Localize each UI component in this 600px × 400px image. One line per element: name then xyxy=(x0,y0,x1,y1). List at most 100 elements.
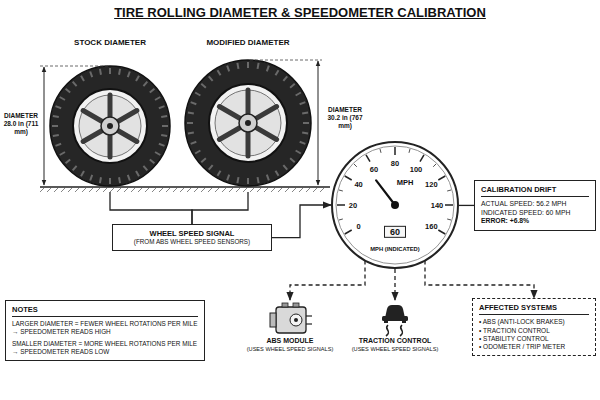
dial-number: 20 xyxy=(349,201,357,210)
connector xyxy=(425,260,534,298)
node-text: ERROR: +6.8% xyxy=(481,217,589,225)
dial-number: 80 xyxy=(391,159,399,168)
dimension-line xyxy=(44,67,45,185)
gauge-tick xyxy=(438,230,445,234)
node-text: • STABILITY CONTROL xyxy=(479,335,589,343)
node-heading: TRACTION CONTROL xyxy=(346,337,444,346)
gauge-tick xyxy=(366,155,370,162)
node-heading: STOCK DIAMETER xyxy=(45,38,175,48)
stock-tire xyxy=(50,66,170,186)
tread-mark xyxy=(159,144,165,146)
tire-figure: STOCK DIAMETER xyxy=(45,38,175,192)
hatch-stroke xyxy=(54,188,58,192)
dial-number: 100 xyxy=(410,164,423,173)
tread-mark xyxy=(237,177,238,183)
node-text: ACTUAL SPEED: 56.2 MPH xyxy=(481,200,589,208)
tread-mark xyxy=(109,68,111,74)
hatch-stroke xyxy=(194,188,198,192)
connector xyxy=(459,205,474,206)
hatch-stroke xyxy=(292,188,296,192)
hub-cap xyxy=(107,123,113,129)
node-text: (USES WHEEL SPEED SIGNALS) xyxy=(240,346,340,353)
tread-mark xyxy=(188,112,194,113)
tread-mark xyxy=(267,175,269,181)
tread-mark xyxy=(128,175,130,181)
wheel-spoke xyxy=(108,134,113,157)
modified-tire xyxy=(185,60,311,186)
tread-mark xyxy=(150,159,155,163)
node-heading: CALIBRATION DRIFT xyxy=(481,185,589,197)
hatch-stroke xyxy=(96,188,100,192)
hatch-stroke xyxy=(75,188,79,192)
gauge-inner-rim xyxy=(336,146,454,264)
connector xyxy=(192,192,248,224)
gauge-tick xyxy=(339,219,343,220)
gauge-tick xyxy=(337,204,345,206)
tread-mark xyxy=(276,171,279,176)
node-text: • TRACTION CONTROL xyxy=(479,327,589,335)
tread-mark xyxy=(191,102,197,104)
hatch-stroke xyxy=(110,188,114,192)
tread-mark xyxy=(296,151,301,154)
tread-mark xyxy=(302,133,308,134)
tread-mark xyxy=(187,122,193,124)
dimension-label: DIAMETER 28.0 in (711 mm) xyxy=(1,112,41,135)
speedometer-gauge: MPH60MPH (INDICATED) xyxy=(330,140,460,270)
tread-mark xyxy=(136,171,139,176)
tread-mark xyxy=(290,158,295,162)
connector xyxy=(272,205,331,238)
hatch-stroke xyxy=(264,188,268,192)
tread-mark xyxy=(90,71,92,77)
wheel-spoke xyxy=(108,95,113,118)
node-text: MPH (INDICATED) xyxy=(370,246,419,253)
node-heading: AFFECTED SYSTEMS xyxy=(479,303,589,315)
module-block: TRACTION CONTROL(USES WHEEL SPEED SIGNAL… xyxy=(346,300,444,353)
tread-mark xyxy=(258,63,259,69)
tread-mark xyxy=(302,112,308,113)
tread-mark xyxy=(143,166,147,171)
tread-mark xyxy=(300,142,306,144)
tread-mark xyxy=(119,177,120,183)
tread-mark xyxy=(143,82,147,87)
hatch-stroke xyxy=(173,188,177,192)
wheel-spoke xyxy=(219,107,241,120)
needle-pivot xyxy=(391,201,399,209)
tread-mark xyxy=(155,152,160,155)
tread-mark xyxy=(55,106,61,108)
tread-mark xyxy=(290,84,295,88)
tread-mark xyxy=(155,97,160,100)
node-text: LARGER DIAMETER = FEWER WHEEL ROTATIONS … xyxy=(12,320,198,336)
tread-mark xyxy=(81,76,84,81)
tread-mark xyxy=(218,70,221,75)
dial-number: 120 xyxy=(425,180,438,189)
abs-module-icon xyxy=(270,303,312,333)
tread-mark xyxy=(109,178,111,184)
tread-mark xyxy=(90,175,92,181)
hatch-stroke xyxy=(320,188,324,192)
gauge-tick xyxy=(447,190,451,191)
gauge-tick xyxy=(433,164,436,167)
hatch-stroke xyxy=(61,188,65,192)
tread-mark xyxy=(276,70,279,75)
tread-mark xyxy=(100,177,101,183)
tread-mark xyxy=(81,171,84,176)
hatch-stroke xyxy=(271,188,275,192)
hatch-stroke xyxy=(229,188,233,192)
hatch-stroke xyxy=(145,188,149,192)
dial-number: 40 xyxy=(354,180,362,189)
tire-figure: MODIFIED DIAMETER xyxy=(182,38,314,192)
tread-mark xyxy=(195,93,200,96)
gauge-tick xyxy=(339,190,343,191)
dial-number: 60 xyxy=(370,164,378,173)
node-text: 60 xyxy=(384,226,406,238)
tread-mark xyxy=(227,66,229,72)
tread-mark xyxy=(60,152,65,155)
connector xyxy=(110,192,192,224)
tread-mark xyxy=(195,151,200,154)
gauge-tick xyxy=(345,176,352,180)
dial-number: 0 xyxy=(357,222,361,231)
hatch-stroke xyxy=(222,188,226,192)
wheel-spoke xyxy=(83,130,103,142)
dial-number: 160 xyxy=(425,222,438,231)
